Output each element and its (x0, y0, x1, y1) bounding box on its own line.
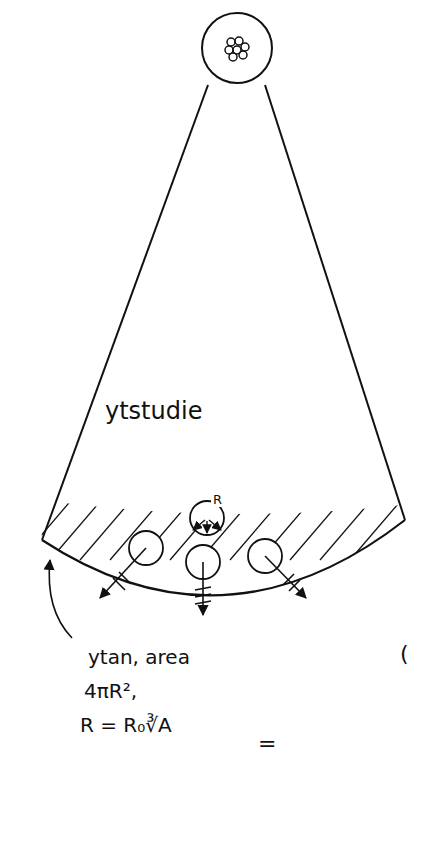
nucleon-circles (129, 501, 282, 579)
nucleus-cluster (225, 37, 249, 61)
radius-arrows (193, 520, 221, 533)
cone-side (265, 85, 405, 520)
atom-circle (202, 13, 272, 83)
surface-arc (42, 520, 405, 595)
cone-side (42, 85, 208, 540)
callout-label: ytan, area (88, 646, 190, 668)
fragment-mark: ( (400, 642, 409, 666)
escape-arrows (100, 548, 306, 615)
region-label: ytstudie (105, 398, 202, 424)
formula-label: R = R₀∛A (80, 714, 172, 736)
formula-label: 4πR², (84, 680, 137, 702)
leader-line (49, 560, 72, 638)
radius-label: R (211, 493, 224, 507)
fragment-mark: = (258, 732, 276, 756)
